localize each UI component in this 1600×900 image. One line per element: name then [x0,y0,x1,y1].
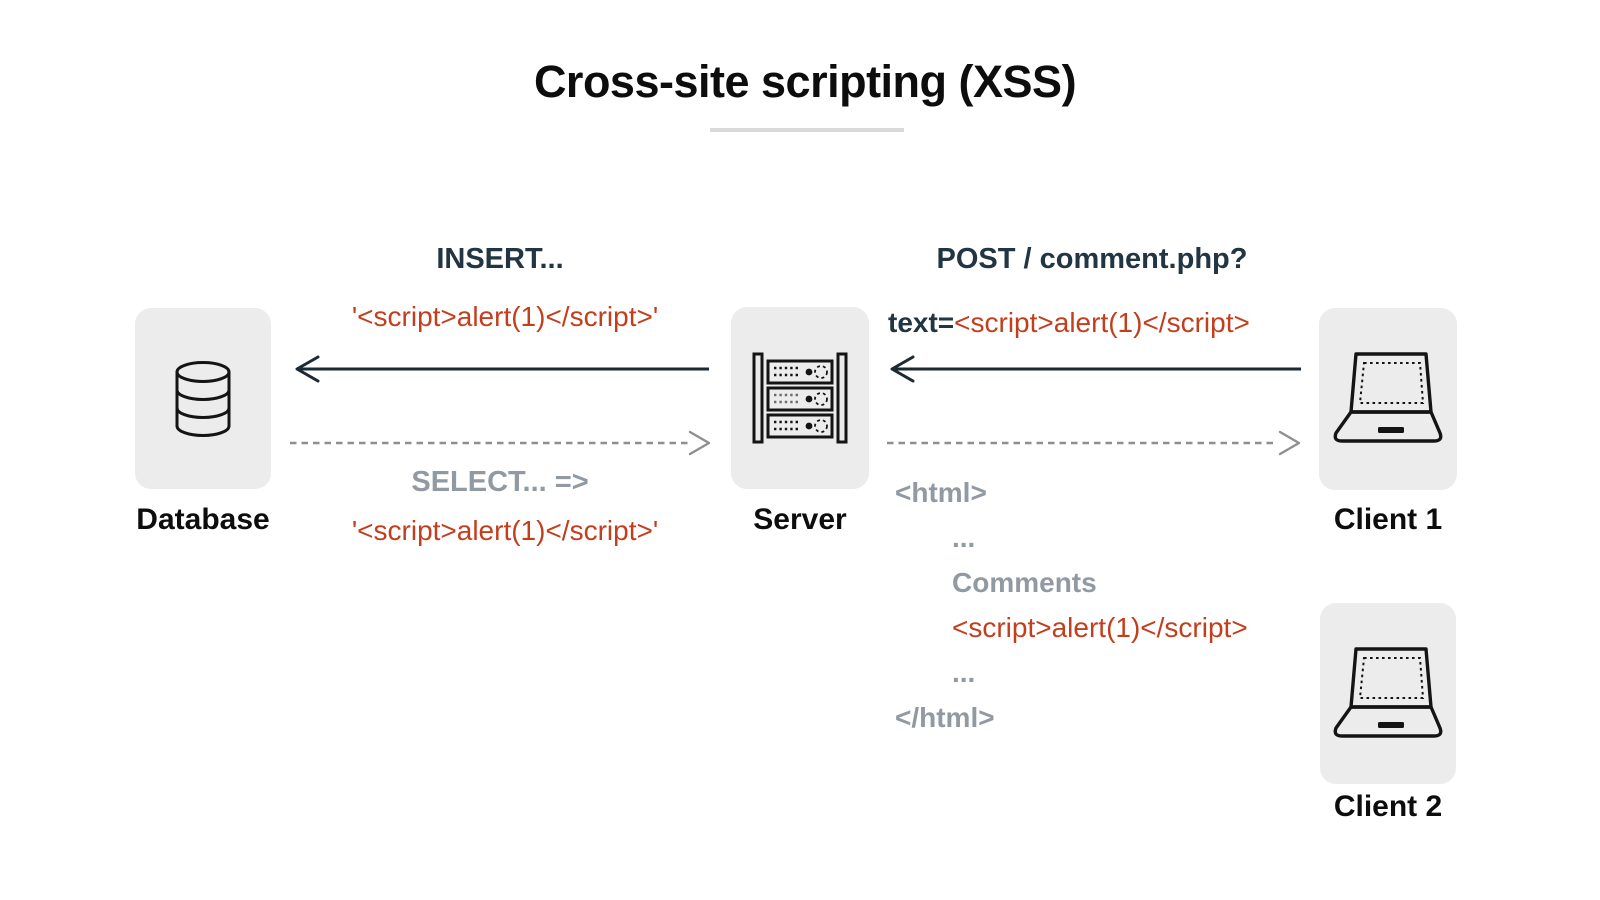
page-title: Cross-site scripting (XSS) [533,56,1077,107]
post-heading: POST / comment.php? [936,243,1248,275]
code-line-script-payload: <script>alert(1)</script> [952,612,1248,643]
insert-arrow-icon [295,355,709,383]
server-node-box [731,307,869,489]
code-line: <html> [895,477,987,508]
client2-label: Client 2 [1333,790,1443,823]
post-param-name: text= [888,307,955,338]
select-arrow-icon [290,430,711,456]
title-underline [710,128,904,132]
code-line: Comments [952,567,1097,598]
post-arrow-icon [890,355,1301,383]
select-heading: SELECT... => [411,466,589,498]
response-arrow-icon [887,430,1301,456]
select-payload: '<script>alert(1)</script>' [351,515,659,546]
insert-heading: INSERT... [436,243,564,275]
client2-node-box [1320,603,1456,784]
client1-node-box [1319,308,1457,490]
post-param-value: <script>alert(1)</script> [954,307,1250,338]
client1-label: Client 1 [1333,503,1443,536]
response-code-block: <html> ... Comments <script>alert(1)</sc… [895,470,1248,740]
post-payload: text=<script>alert(1)</script> [888,307,1250,339]
code-line: ... [952,522,976,553]
laptop-icon [1333,352,1443,443]
laptop-icon [1333,646,1443,738]
database-label: Database [136,503,270,536]
server-label: Server [753,503,847,536]
code-line: </html> [895,702,995,733]
server-rack-icon [752,352,848,444]
insert-payload: '<script>alert(1)</script>' [351,301,659,332]
database-node-box [135,308,271,489]
database-cylinder-icon [175,360,231,437]
code-line: ... [952,657,976,688]
